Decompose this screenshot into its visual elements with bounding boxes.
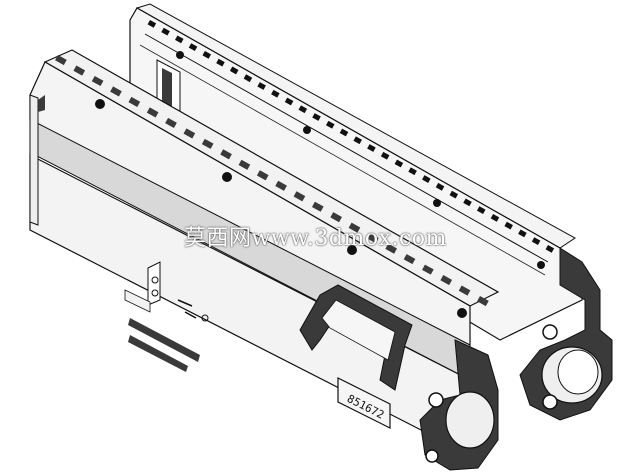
rail-slot — [545, 245, 555, 253]
rail-tooth — [183, 128, 196, 139]
rail-tooth — [348, 222, 361, 233]
watermark-text: 莫西网www.3dmox.com — [184, 226, 447, 251]
rail-tooth — [330, 212, 342, 223]
rail-slot — [243, 74, 253, 83]
upper-receiver-half — [129, 3, 613, 421]
rail-tooth — [73, 65, 86, 76]
rail-slot — [490, 213, 500, 222]
rail-slot — [325, 120, 335, 129]
rail-slot — [422, 175, 431, 183]
upper-rail-slots — [147, 20, 555, 253]
rail-tooth — [275, 180, 287, 191]
rail-tooth — [256, 170, 269, 181]
rail-slot — [449, 190, 459, 199]
rail-slot — [175, 35, 184, 44]
rail-tooth — [367, 233, 379, 244]
rail-slot — [504, 221, 513, 230]
rail-tooth — [440, 275, 453, 286]
rail-slot — [531, 237, 541, 246]
rail-slot — [353, 136, 362, 145]
lower-receiver-half — [29, 49, 500, 471]
rail-slot — [380, 151, 390, 160]
rail-slot — [463, 198, 472, 207]
rail-tooth — [146, 107, 159, 118]
rail-slot — [229, 66, 239, 75]
rail-slot — [257, 82, 266, 90]
rail-slot — [271, 89, 280, 98]
rail-tooth — [385, 243, 398, 254]
rail-slot — [147, 20, 157, 28]
rail-tooth — [293, 191, 306, 202]
rail-slot — [339, 128, 349, 137]
rail-slot — [518, 229, 527, 238]
rail-tooth — [220, 149, 232, 160]
rail-tooth — [403, 254, 416, 265]
rail-slot — [408, 167, 417, 176]
rail-slot — [367, 144, 376, 152]
rail-tooth — [458, 285, 471, 296]
rail-slot — [161, 27, 170, 36]
rail-tooth — [91, 75, 104, 87]
rail-slot — [202, 51, 212, 59]
lower-rail-teeth — [55, 55, 489, 307]
rail-tooth — [128, 96, 141, 108]
rail-tooth — [110, 86, 122, 97]
rail-tooth — [165, 117, 177, 128]
rail-tooth — [238, 159, 251, 170]
rail-tooth — [477, 296, 489, 307]
rail-tooth — [311, 201, 324, 212]
rail-slot — [394, 159, 404, 168]
rail-slot — [284, 97, 294, 106]
rail-slot — [298, 105, 308, 114]
rail-tooth — [55, 55, 67, 66]
rail-slot — [476, 206, 486, 214]
rail-tooth — [422, 264, 434, 275]
rail-slot — [312, 113, 321, 121]
rail-tooth — [201, 138, 214, 149]
rail-slot — [435, 182, 445, 191]
rail-slot — [188, 43, 198, 52]
rail-slot — [216, 58, 225, 67]
